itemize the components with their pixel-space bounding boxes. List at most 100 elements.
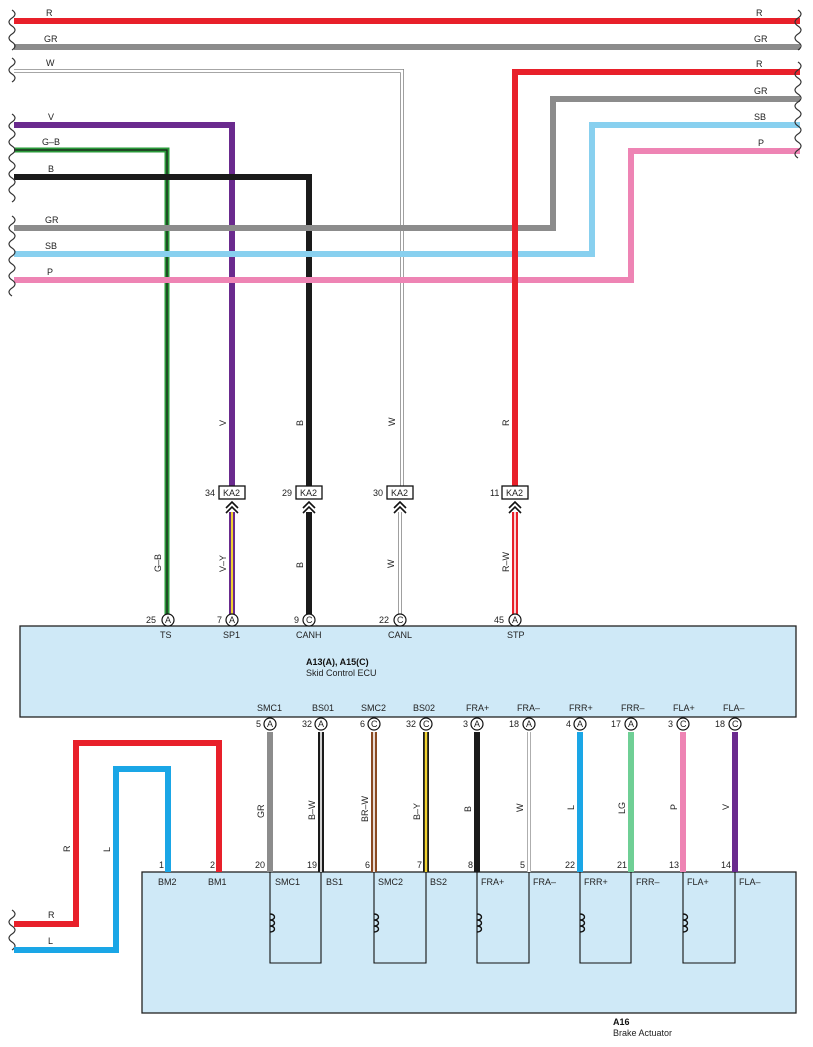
label-left-gr2: GR bbox=[45, 215, 59, 225]
ka2-connector-11: 11 KA2 bbox=[490, 485, 529, 514]
ecu-bpin-conn-smc2: C bbox=[371, 719, 378, 729]
act-pin-num-frr-minus: 21 bbox=[617, 860, 627, 870]
act-pin-num-smc1: 20 bbox=[255, 860, 265, 870]
right-wire-labels: R GR R GR SB P bbox=[754, 8, 768, 148]
ecu-pin-ts-name: TS bbox=[160, 630, 172, 640]
ecu-bpin-num-fla-plus: 3 bbox=[668, 719, 673, 729]
ecu-bpin-conn-fra-minus: A bbox=[526, 719, 532, 729]
ecu-bpin-conn-frr-minus: A bbox=[628, 719, 634, 729]
wirelabel-bw: B–W bbox=[307, 800, 317, 820]
solenoid-coil-fla bbox=[682, 872, 736, 964]
ka2-pin-30: 30 bbox=[373, 488, 383, 498]
act-pin-num-bs1: 19 bbox=[307, 860, 317, 870]
act-pin-name-frr-minus: FRR– bbox=[636, 877, 660, 887]
actuator-subtitle: Brake Actuator bbox=[613, 1028, 672, 1038]
solenoid-coil-frr bbox=[579, 872, 632, 964]
actuator-title: A16 bbox=[613, 1017, 630, 1027]
ecu-bpin-conn-smc1: A bbox=[267, 719, 273, 729]
actuator-pin-numbers: 1 2 20 19 6 7 8 5 22 21 13 14 bbox=[159, 860, 731, 870]
ecu-pin-sp1-name: SP1 bbox=[223, 630, 240, 640]
wirelabel-brw: BR–W bbox=[360, 795, 370, 822]
ecu-bpin-num-fra-plus: 3 bbox=[463, 719, 468, 729]
ecu-pin-ts: 25 A TS bbox=[146, 613, 175, 640]
bm-wire-end-label-r: R bbox=[48, 910, 55, 920]
lower-ecu-feed-wires bbox=[229, 512, 518, 614]
wire-b bbox=[14, 174, 312, 486]
ecu-bpin-name-smc1: SMC1 bbox=[257, 703, 282, 713]
left-break-marks bbox=[8, 9, 16, 951]
ecu-bpin-conn-bs01: A bbox=[318, 719, 324, 729]
act-pin-name-fla-minus: FLA– bbox=[739, 877, 761, 887]
label-right-r: R bbox=[756, 8, 763, 18]
act-pin-name-bs2: BS2 bbox=[430, 877, 447, 887]
act-pin-name-smc2: SMC2 bbox=[378, 877, 403, 887]
vlabel-gb: G–B bbox=[153, 554, 163, 572]
vlabel-w2: W bbox=[386, 559, 396, 568]
ecu-pin-canh-number: 9 bbox=[294, 615, 299, 625]
ecu-pin-stp-number: 45 bbox=[494, 615, 504, 625]
ecu-pin-sp1-number: 7 bbox=[217, 615, 222, 625]
bm-wire-end-label-l: L bbox=[48, 936, 53, 946]
label-right-gr: GR bbox=[754, 34, 768, 44]
label-right-r2: R bbox=[756, 59, 763, 69]
wirelabel-gr: GR bbox=[256, 804, 266, 818]
vlabel-v: V bbox=[218, 420, 228, 426]
vlabel-b2: B bbox=[295, 562, 305, 568]
wire-v bbox=[14, 122, 235, 486]
ecu-pin-ts-number: 25 bbox=[146, 615, 156, 625]
wire-sb bbox=[14, 122, 800, 257]
ecu-actuator-wire-labels: GR B–W BR–W B–Y B W L LG P V bbox=[256, 795, 731, 822]
wire-gr-mid bbox=[14, 96, 800, 231]
actuator-pin-names: BM2 BM1 SMC1 BS1 SMC2 BS2 FRA+ FRA– FRR+… bbox=[158, 877, 761, 887]
act-pin-num-bs2: 7 bbox=[417, 860, 422, 870]
ecu-bottom-pins: 5 A 32 A 6 C 32 C 3 A 18 A 4 A 17 A 3 C … bbox=[256, 717, 742, 731]
ecu-bpin-num-bs02: 32 bbox=[406, 719, 416, 729]
ka2-connectors: 34 KA2 29 KA2 30 KA2 11 KA2 bbox=[205, 485, 529, 514]
bm-wires: R L R L bbox=[14, 740, 222, 953]
vlabel-b: B bbox=[295, 420, 305, 426]
ecu-pin-canl-conn: C bbox=[397, 615, 404, 625]
solenoid-coils bbox=[269, 872, 736, 964]
ecu-bpin-conn-bs02: C bbox=[423, 719, 430, 729]
label-left-b: B bbox=[48, 164, 54, 174]
skid-control-ecu-box bbox=[19, 625, 797, 718]
act-pin-name-smc1: SMC1 bbox=[275, 877, 300, 887]
act-pin-num-fla-plus: 13 bbox=[669, 860, 679, 870]
ka2-connector-34: 34 KA2 bbox=[205, 485, 246, 514]
ecu-bpin-num-frr-minus: 17 bbox=[611, 719, 621, 729]
ecu-bpin-name-frr-minus: FRR– bbox=[621, 703, 645, 713]
label-left-gb: G–B bbox=[42, 137, 60, 147]
wirelabel-v: V bbox=[721, 804, 731, 810]
ka2-connector-29: 29 KA2 bbox=[282, 485, 323, 514]
wire-gb bbox=[14, 147, 170, 615]
ecu-bpin-name-bs01: BS01 bbox=[312, 703, 334, 713]
ecu-bpin-name-fra-minus: FRA– bbox=[517, 703, 540, 713]
vertical-wire-labels-lower: G–B V–Y B W R–W bbox=[153, 551, 511, 572]
act-pin-name-bm2: BM2 bbox=[158, 877, 177, 887]
ecu-pin-stp-conn: A bbox=[512, 615, 518, 625]
ecu-bpin-name-fra-plus: FRA+ bbox=[466, 703, 489, 713]
ecu-pin-canl-number: 22 bbox=[379, 615, 389, 625]
ecu-pin-ts-conn: A bbox=[165, 615, 171, 625]
ka2-name-11: KA2 bbox=[506, 488, 523, 498]
act-pin-name-fla-plus: FLA+ bbox=[687, 877, 709, 887]
wirelabel-p: P bbox=[669, 804, 679, 810]
vlabel-w: W bbox=[387, 417, 397, 426]
vlabel-r: R bbox=[501, 419, 511, 426]
ecu-pin-canl: 22 C CANL bbox=[379, 613, 412, 640]
vlabel-rw: R–W bbox=[501, 551, 511, 572]
act-pin-name-fra-plus: FRA+ bbox=[481, 877, 504, 887]
ecu-bpin-name-frr-plus: FRR+ bbox=[569, 703, 593, 713]
act-pin-name-fra-minus: FRA– bbox=[533, 877, 556, 887]
solenoid-coil-fra bbox=[476, 872, 530, 964]
ka2-pin-34: 34 bbox=[205, 488, 215, 498]
label-right-p: P bbox=[758, 138, 764, 148]
wirelabel-w: W bbox=[515, 803, 525, 812]
act-pin-num-fra-plus: 8 bbox=[468, 860, 473, 870]
ecu-bpin-name-smc2: SMC2 bbox=[361, 703, 386, 713]
solenoid-coil-smc1 bbox=[269, 872, 322, 964]
act-pin-name-bs1: BS1 bbox=[326, 877, 343, 887]
act-pin-num-frr-plus: 22 bbox=[565, 860, 575, 870]
ecu-bottom-pin-names: SMC1 BS01 SMC2 BS02 FRA+ FRA– FRR+ FRR– … bbox=[257, 703, 745, 713]
